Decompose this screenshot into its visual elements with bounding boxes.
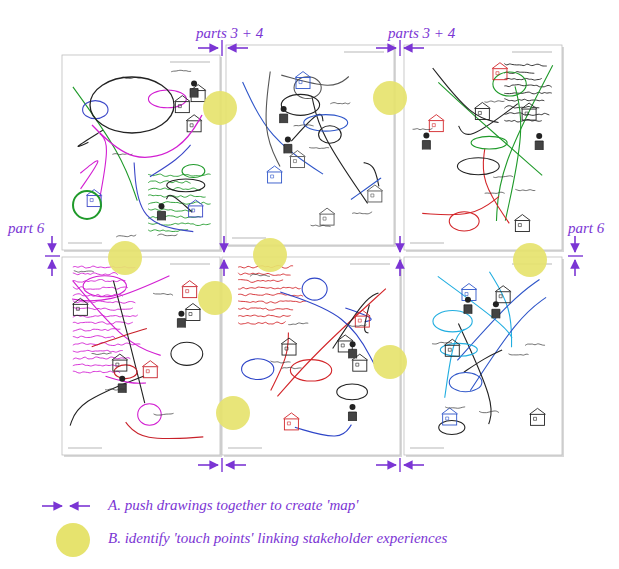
seam-tick bbox=[399, 40, 400, 56]
sketch-sheet bbox=[62, 257, 222, 457]
push-arrow bbox=[198, 47, 218, 49]
sketch-sheet bbox=[404, 45, 564, 252]
seam-tick bbox=[221, 458, 222, 472]
legend-arrow bbox=[70, 505, 90, 507]
sketch-sheet bbox=[226, 45, 396, 247]
push-arrow bbox=[376, 47, 396, 49]
touch-point bbox=[216, 396, 250, 430]
push-arrow bbox=[228, 47, 248, 49]
touch-points bbox=[108, 81, 547, 430]
seam-tick bbox=[568, 255, 583, 256]
touch-point bbox=[513, 243, 547, 277]
seam-ticks bbox=[45, 40, 583, 472]
touch-point bbox=[203, 91, 237, 125]
seam-tick bbox=[221, 40, 222, 56]
part-label: parts 3 + 4 bbox=[388, 25, 455, 42]
seam-tick bbox=[399, 458, 400, 472]
touch-point bbox=[253, 238, 287, 272]
push-arrow bbox=[574, 260, 576, 276]
touch-point bbox=[373, 345, 407, 379]
part-label: parts 3 + 4 bbox=[196, 25, 263, 42]
legend-arrow bbox=[42, 505, 62, 507]
push-arrows bbox=[52, 48, 575, 465]
legend-text: B. identify 'touch points' linking stake… bbox=[108, 530, 447, 547]
touch-point bbox=[373, 81, 407, 115]
sketch-sheet bbox=[62, 55, 222, 252]
push-arrow bbox=[223, 236, 225, 252]
push-arrow bbox=[399, 236, 401, 252]
push-arrow bbox=[399, 260, 401, 276]
legend-text: A. push drawings together to create 'map… bbox=[108, 497, 358, 514]
touch-point bbox=[198, 281, 232, 315]
part-label: part 6 bbox=[568, 220, 604, 237]
legend-swatch bbox=[56, 523, 90, 557]
push-arrow bbox=[404, 47, 424, 49]
push-arrow bbox=[376, 464, 396, 466]
part-label: part 6 bbox=[8, 220, 44, 237]
push-arrow bbox=[226, 464, 246, 466]
push-arrow bbox=[223, 260, 225, 276]
push-arrow bbox=[404, 464, 424, 466]
push-arrow bbox=[51, 236, 53, 252]
push-arrow bbox=[574, 236, 576, 252]
push-arrow bbox=[198, 464, 218, 466]
push-arrow bbox=[51, 260, 53, 276]
legend-swatches bbox=[42, 506, 90, 507]
seam-tick bbox=[45, 255, 60, 256]
sketch-sheet bbox=[404, 257, 564, 457]
touch-point bbox=[108, 241, 142, 275]
sketch-sheets bbox=[62, 45, 564, 457]
